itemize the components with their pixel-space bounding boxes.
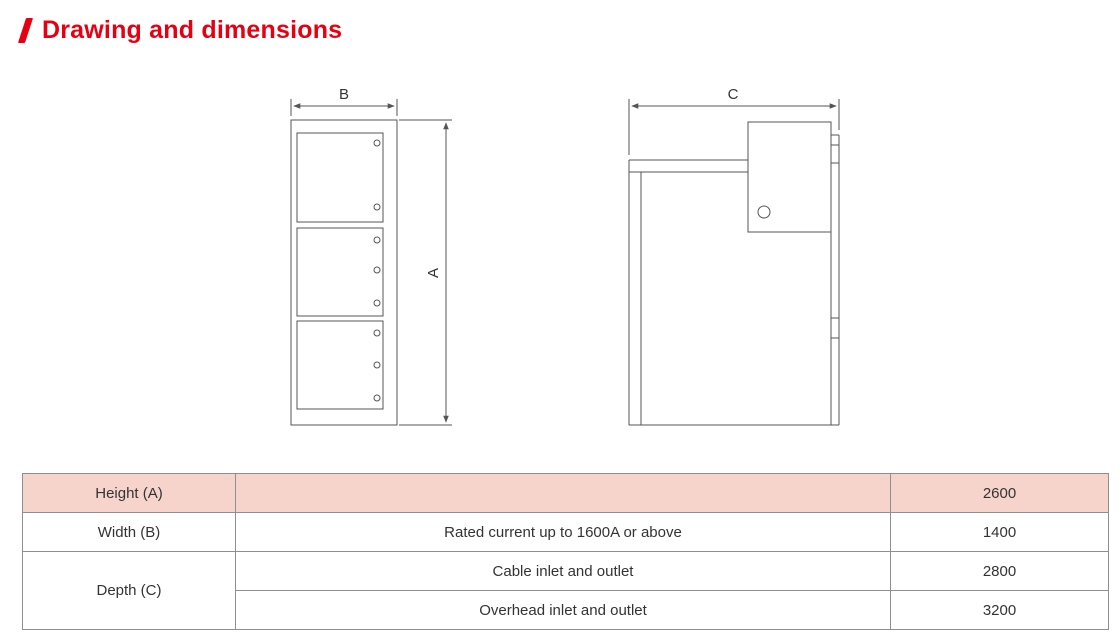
side-view-drawing: C [628, 86, 840, 426]
heading-slash-icon [17, 18, 34, 43]
side-view-body [628, 159, 839, 426]
cell-depth-cable-spec: Cable inlet and outlet [235, 551, 891, 591]
cell-depth-overhead-spec: Overhead inlet and outlet [235, 590, 891, 630]
side-view-right-strip [830, 134, 840, 425]
cell-depth-label: Depth (C) [22, 551, 236, 630]
dim-label-b: B [339, 86, 349, 103]
table-row-depth-overhead: Overhead inlet and outlet 3200 [23, 590, 1109, 630]
front-panel-top [296, 132, 384, 223]
panel-screw-holes [373, 139, 381, 402]
technical-drawings: B A [290, 86, 840, 426]
hinge-top [830, 144, 840, 164]
front-view-cabinet-outline [290, 119, 398, 426]
front-panel-middle [296, 227, 384, 317]
cell-width-value: 1400 [890, 512, 1109, 552]
compartment-knob [757, 205, 771, 219]
page-title: Drawing and dimensions [42, 16, 343, 44]
cell-width-label: Width (B) [22, 512, 236, 552]
cell-height-label: Height (A) [22, 473, 236, 513]
side-view-top-compartment [747, 121, 832, 233]
dim-label-c: C [728, 86, 739, 103]
cell-height-value: 2600 [890, 473, 1109, 513]
cell-depth-overhead-value: 3200 [890, 590, 1109, 630]
dimension-b [290, 99, 398, 116]
cell-width-spec: Rated current up to 1600A or above [235, 512, 891, 552]
section-heading: Drawing and dimensions [17, 16, 343, 45]
cell-depth-cable-value: 2800 [890, 551, 1109, 591]
table-row-depth-cable: Depth (C) Cable inlet and outlet 2800 [22, 551, 1109, 630]
front-panel-bottom [296, 320, 384, 410]
table-row-width: Width (B) Rated current up to 1600A or a… [22, 512, 1109, 552]
dimension-a [399, 119, 452, 426]
dimensions-table: Height (A) 2600 Width (B) Rated current … [22, 473, 1109, 630]
cell-height-spec [235, 473, 891, 513]
front-view-drawing: B A [290, 86, 452, 426]
hinge-bottom [830, 317, 840, 339]
table-row-height: Height (A) 2600 [22, 473, 1109, 513]
dim-label-a: A [425, 268, 442, 278]
dimension-c [628, 99, 840, 155]
